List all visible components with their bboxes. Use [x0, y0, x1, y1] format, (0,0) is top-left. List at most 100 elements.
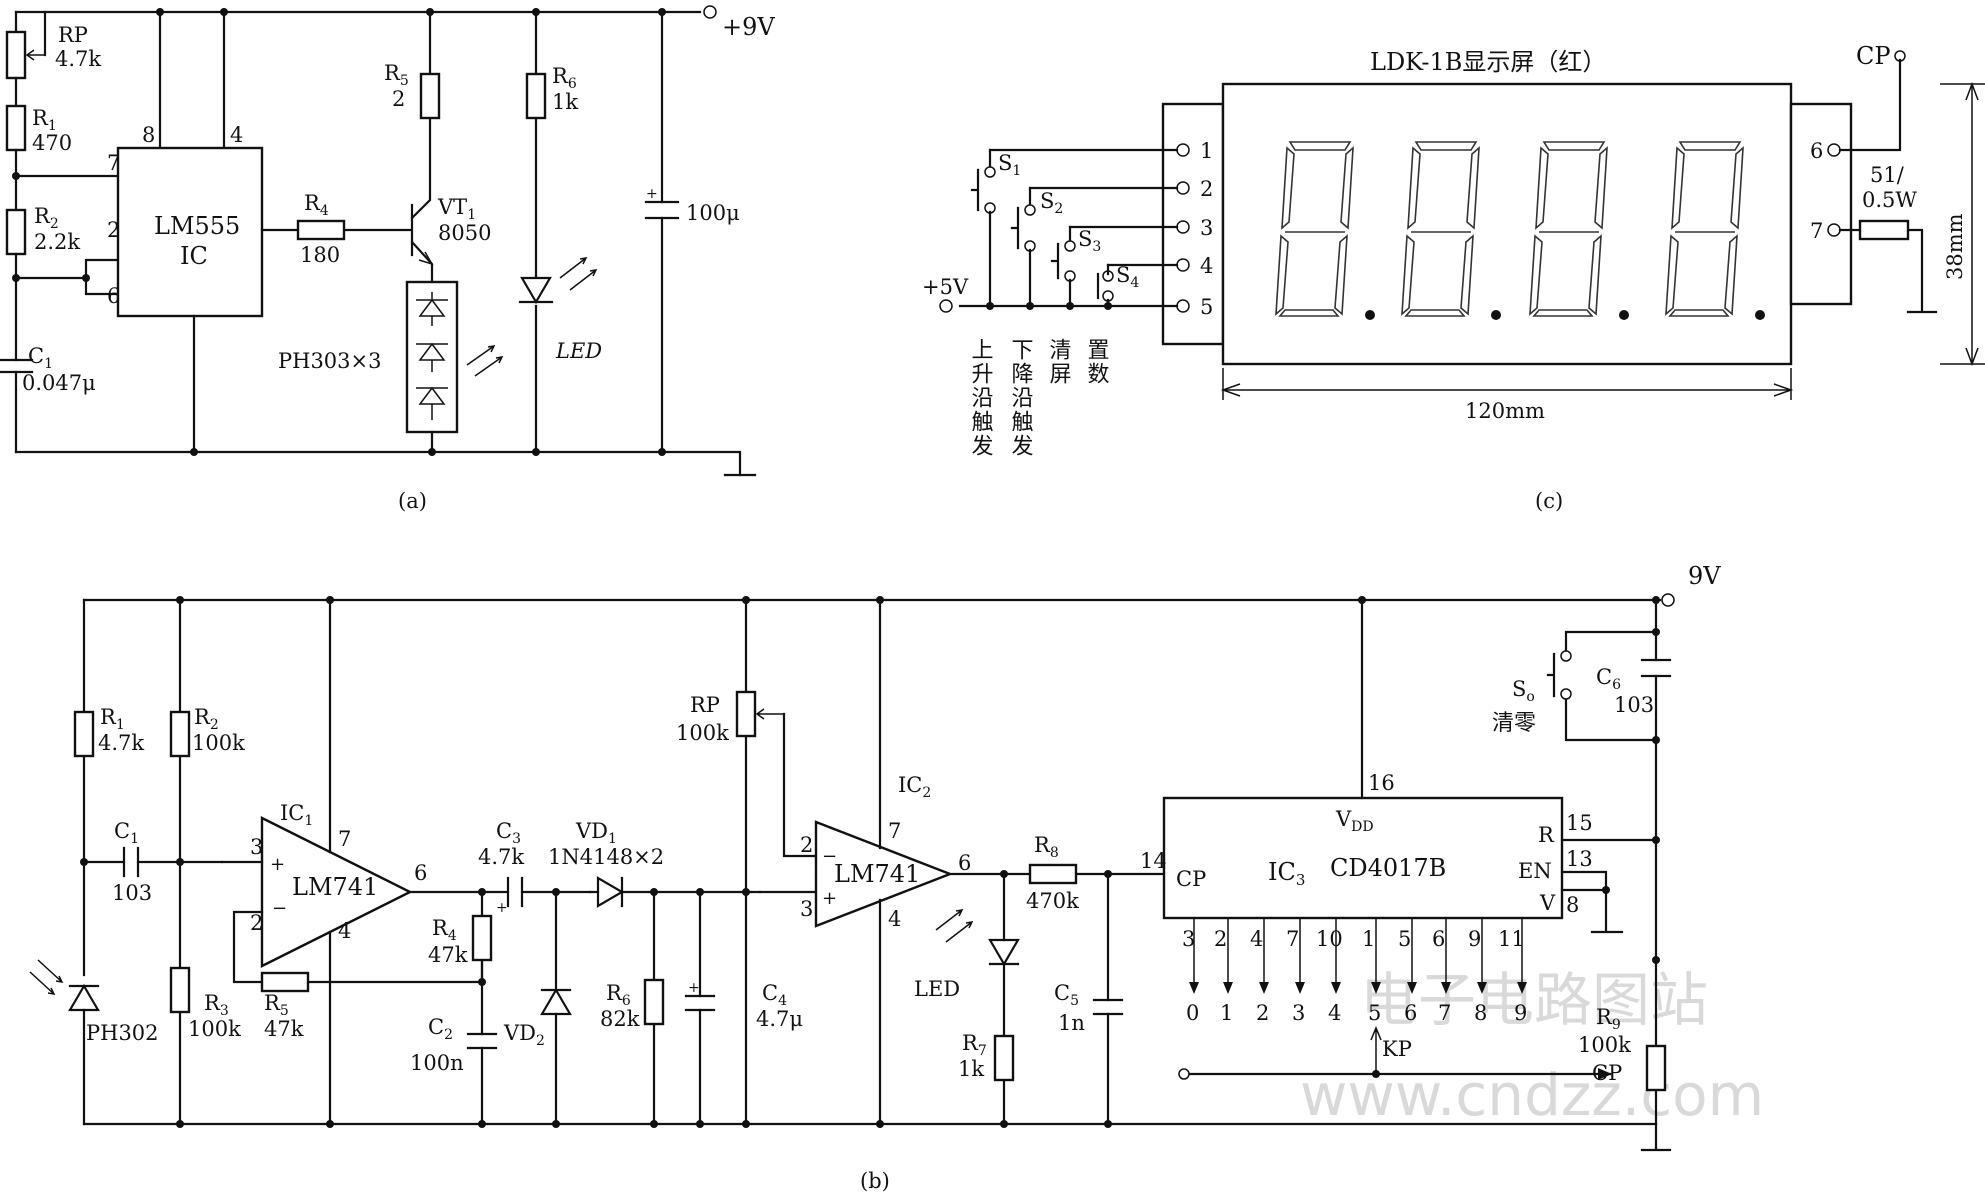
svg-text:8: 8 [1566, 893, 1579, 917]
caption-a: (a) [398, 489, 427, 513]
ph303-label: PH303×3 [278, 349, 381, 373]
ic2-type: LM741 [834, 860, 920, 888]
svg-text:+: + [496, 900, 508, 916]
resistor-r1-b [73, 710, 95, 758]
light-arrows-a1 [466, 345, 504, 377]
svg-text:15: 15 [1566, 811, 1593, 835]
svg-text:C2: C2 [428, 1015, 453, 1043]
c1-value: 0.047μ [22, 371, 96, 395]
resistor-r5 [419, 72, 441, 120]
svg-text:0: 0 [1186, 1001, 1199, 1025]
kp-label: KP [1382, 1037, 1412, 1061]
opamp-ic2 [814, 820, 954, 928]
svg-text:5: 5 [1368, 1001, 1381, 1025]
display-body [1221, 82, 1793, 366]
svg-text:R4: R4 [304, 191, 329, 219]
svg-text:3: 3 [250, 835, 263, 859]
svg-text:VD2: VD2 [503, 1021, 545, 1049]
switch-function-labels: 上升沿触发 下降沿触发 清屏 置数 [968, 338, 1110, 458]
svg-text:V: V [1539, 891, 1556, 915]
vt1-value: 8050 [438, 221, 491, 245]
c3b-value: 4.7k [478, 845, 524, 869]
svg-text:16: 16 [1368, 771, 1395, 795]
svg-text:C1: C1 [28, 344, 53, 372]
svg-text:6: 6 [1404, 1001, 1417, 1025]
potentiometer-rp-b [735, 690, 757, 738]
svg-text:3: 3 [1200, 216, 1213, 240]
resistor-r4 [296, 219, 346, 241]
svg-text:VT1: VT1 [437, 195, 476, 223]
svg-text:C3: C3 [496, 819, 521, 847]
watermark-url: www.cndzz.com [1300, 1061, 1764, 1129]
connector-left [1161, 102, 1225, 346]
cp-label-b: CP [1592, 1061, 1622, 1085]
rp-value: 4.7k [55, 47, 101, 71]
r1-value: 470 [32, 131, 72, 155]
resistor-r3-b [169, 966, 191, 1014]
cap-a-value: 100μ [686, 201, 740, 225]
svg-text:上升沿触发: 上升沿触发 [968, 338, 994, 458]
ic-label: IC [180, 242, 208, 270]
ic-name: LM555 [154, 212, 240, 240]
svg-text:CP: CP [1176, 867, 1206, 891]
connector-right [1789, 102, 1853, 306]
svg-text:3: 3 [1292, 1001, 1305, 1025]
c4b-value: 4.7μ [756, 1007, 803, 1031]
svg-text:+: + [646, 186, 658, 202]
r7b-value: 1k [958, 1057, 984, 1081]
svg-text:2: 2 [1256, 1001, 1269, 1025]
svg-text:14: 14 [1140, 849, 1167, 873]
capacitor-c2-b [466, 1032, 498, 1050]
cp-terminal-c: CP [1856, 42, 1891, 70]
svg-text:9: 9 [1468, 927, 1481, 951]
c2b-value: 100n [410, 1051, 464, 1075]
resistor-r7-b [993, 1034, 1015, 1082]
digit-3 [1529, 141, 1629, 320]
svg-text:VDD: VDD [1335, 807, 1374, 835]
height-dimension: 38mm [1943, 213, 1967, 280]
svg-text:−: − [822, 846, 837, 867]
opamp-ic1 [260, 816, 413, 968]
switch-s0 [1546, 652, 1556, 698]
r4b-value: 47k [428, 943, 468, 967]
svg-text:So: So [1512, 677, 1535, 705]
led-b [988, 938, 1020, 967]
svg-text:1: 1 [1362, 927, 1375, 951]
svg-text:C4: C4 [762, 981, 787, 1009]
svg-text:2: 2 [800, 833, 813, 857]
diagram-a: +9V RP 4.7k R1 470 R2 2.2k C1 0.047μ [0, 5, 775, 513]
svg-text:R1: R1 [32, 106, 57, 134]
c6b-value: 103 [1614, 693, 1654, 717]
svg-text:R2: R2 [194, 705, 219, 733]
ph302-label: PH302 [86, 1021, 159, 1045]
diagram-b: 电子电路图站 www.cndzz.com 9V R1 4.7k PH302 C1… [29, 562, 1764, 1193]
resistor-51r [1858, 219, 1910, 241]
svg-text:2: 2 [107, 218, 120, 242]
svg-text:3: 3 [800, 897, 813, 921]
supply-5v: +5V [922, 275, 969, 299]
transistor-vt1 [418, 251, 434, 266]
resistor-r4-b [471, 914, 493, 962]
capacitor-c3-b [506, 876, 524, 908]
capacitor-c4-b [684, 994, 716, 1012]
switch-s1 [970, 168, 980, 212]
capacitor-c5-b [1092, 998, 1124, 1016]
light-arrows-a2 [559, 257, 598, 291]
vd1-value: 1N4148×2 [548, 845, 664, 869]
svg-text:3: 3 [1182, 927, 1195, 951]
diode-vd1 [596, 876, 625, 908]
c5b-value: 1n [1058, 1011, 1085, 1035]
svg-text:置数: 置数 [1084, 338, 1110, 386]
cd4017-outputs: 3 2 4 7 10 1 5 6 9 11 0 1 2 3 4 5 6 7 8 … [1182, 918, 1527, 1025]
resistor-r5-b [260, 971, 310, 993]
width-dimension: 120mm [1465, 399, 1545, 423]
r9b-value: 100k [1578, 1033, 1631, 1057]
svg-text:7: 7 [1286, 927, 1299, 951]
svg-text:6: 6 [414, 861, 427, 885]
svg-text:EN: EN [1518, 859, 1552, 883]
svg-text:2: 2 [1214, 927, 1227, 951]
svg-text:7: 7 [1810, 219, 1823, 243]
svg-text:5: 5 [1398, 927, 1411, 951]
ic3-type: CD4017B [1330, 854, 1446, 882]
led-a [520, 276, 552, 305]
